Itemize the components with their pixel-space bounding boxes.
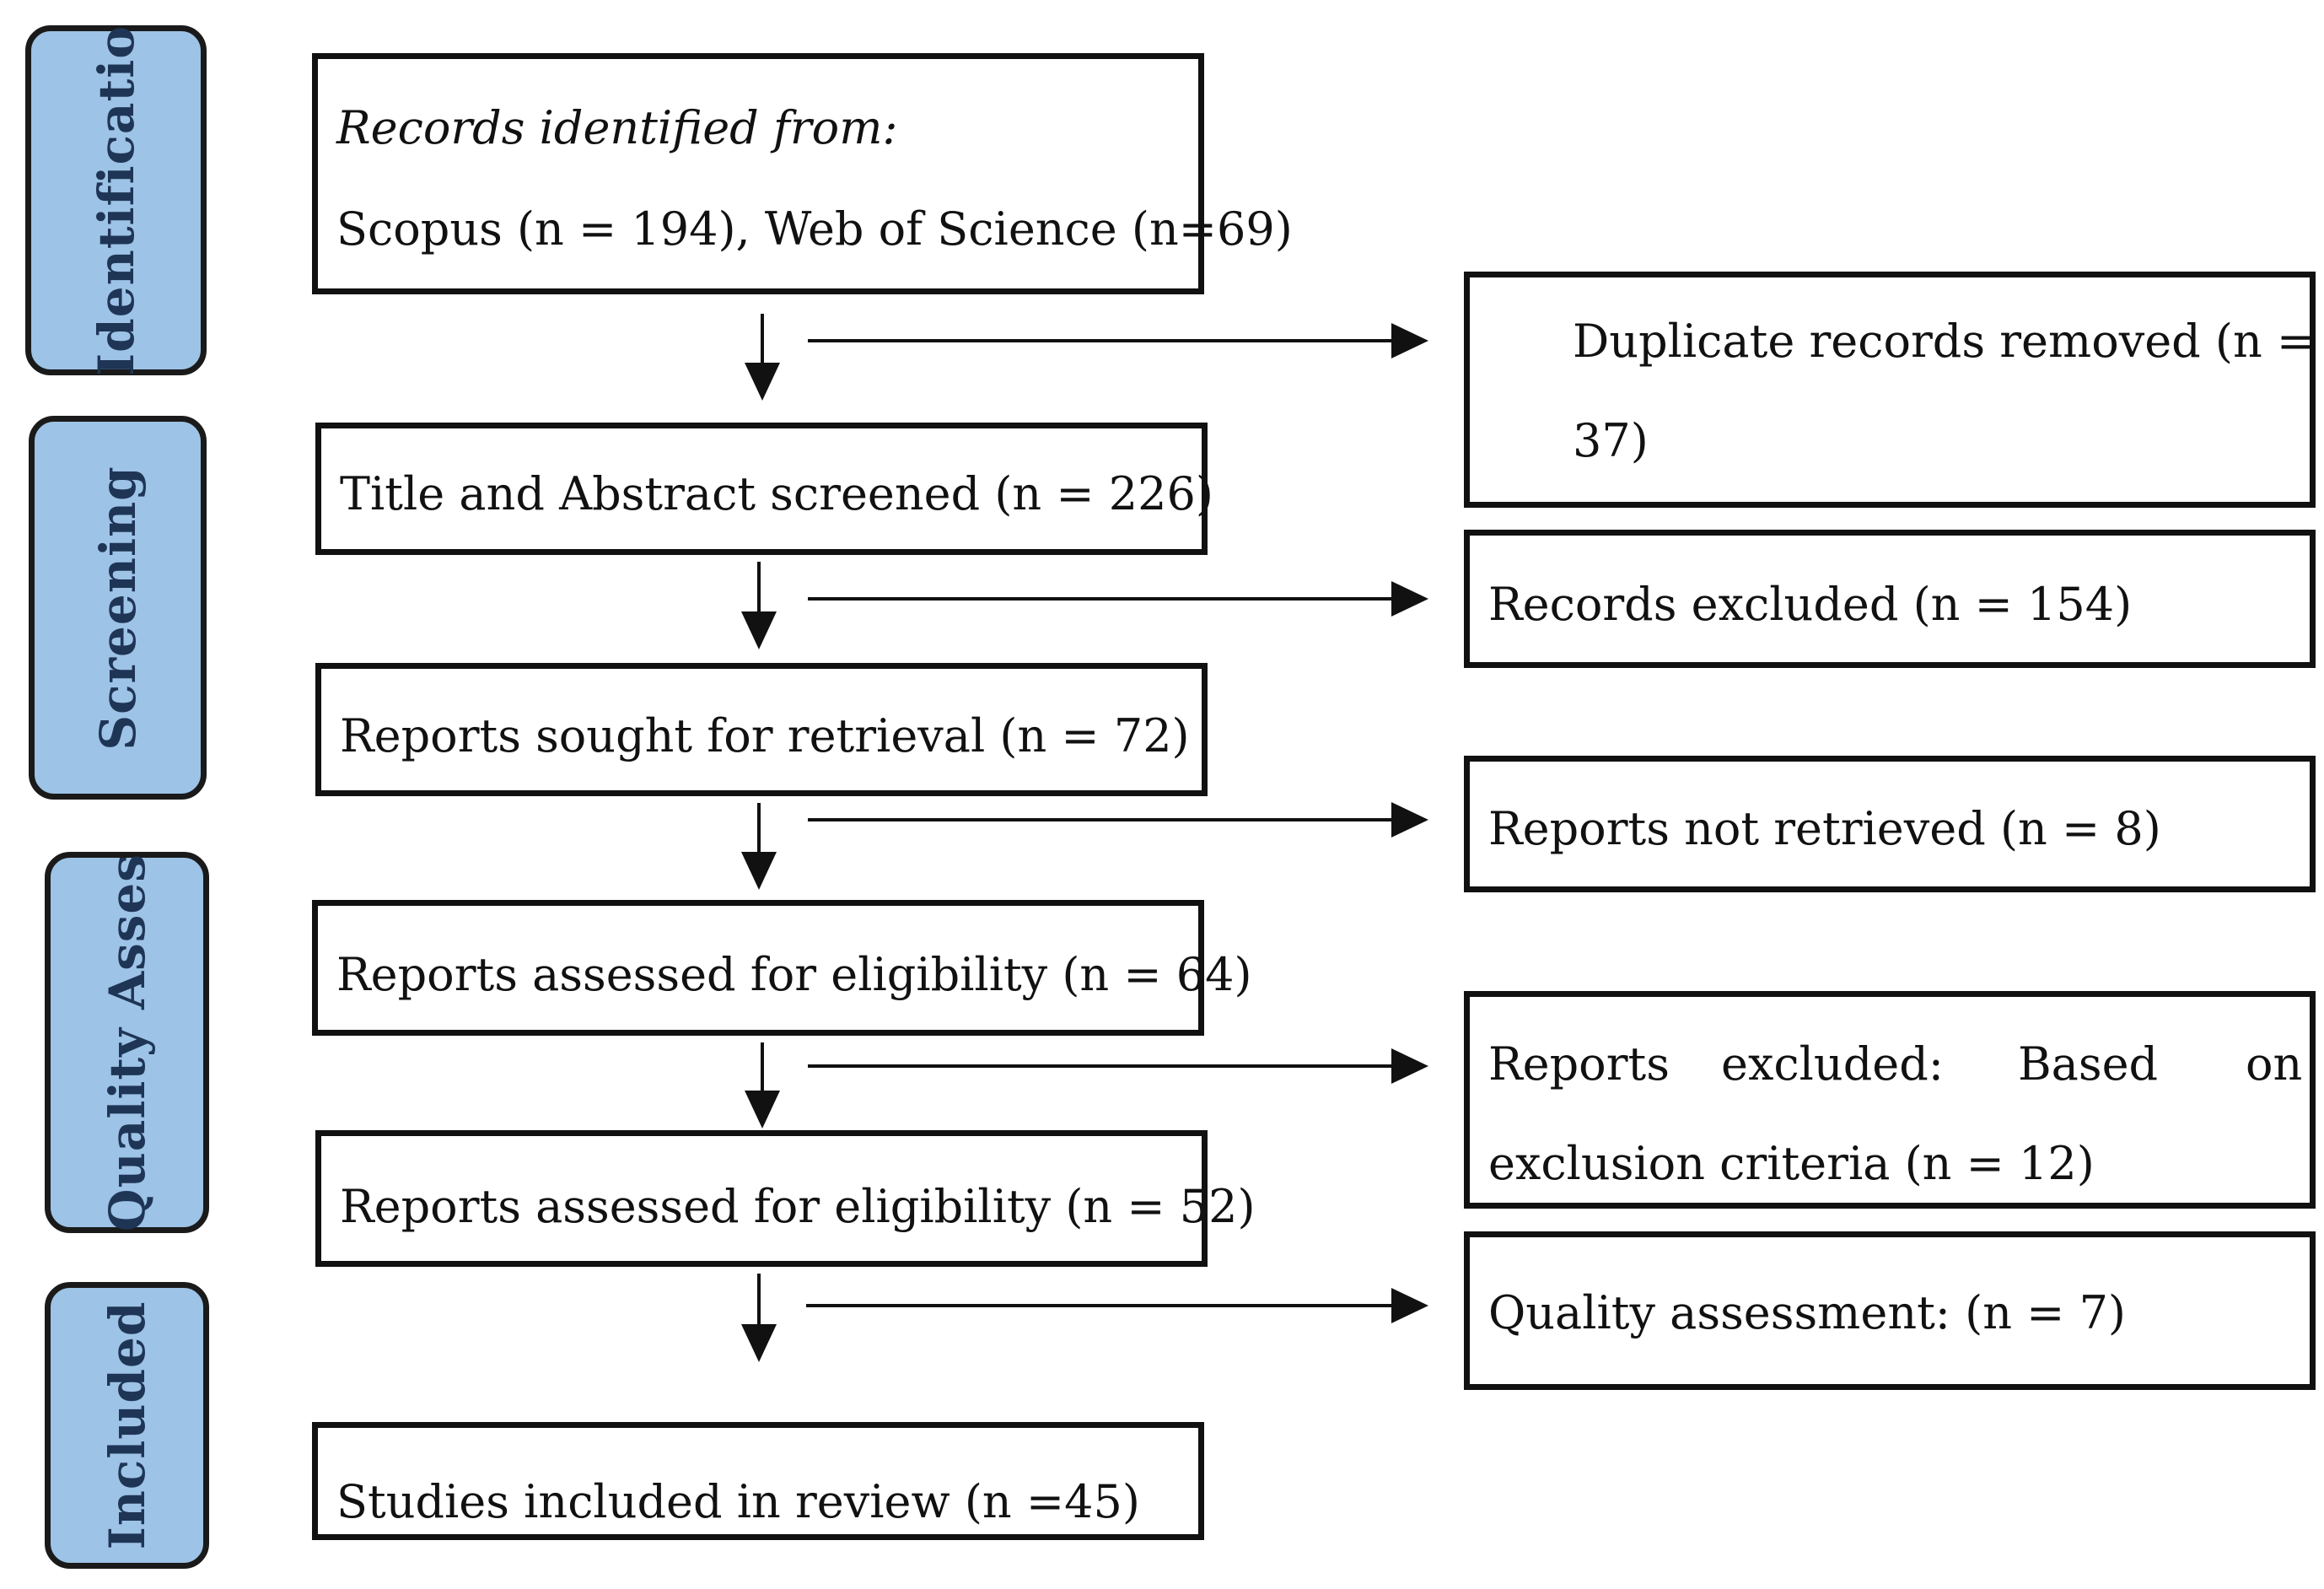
records-excluded-text: Records excluded (n = 154) [1488, 578, 2133, 631]
down-arrowhead-1 [745, 363, 780, 401]
reports-excluded-box: Reports excluded: Based on exclusion cri… [1464, 991, 2316, 1209]
phase-screening: Screening [29, 416, 207, 800]
duplicates-removed-line1: Duplicate records removed (n = [1573, 315, 2316, 368]
records-identified-sources: Scopus (n = 194), Web of Science (n=69) [336, 202, 1293, 256]
phase-included: Included [45, 1282, 209, 1569]
reports-excluded-line1-word3: Based [2018, 1037, 2159, 1091]
sought-retrieval-text: Reports sought for retrieval (n = 72) [340, 709, 1190, 762]
duplicates-removed-box: Duplicate records removed (n = 37) [1464, 272, 2316, 508]
sought-retrieval-box: Reports sought for retrieval (n = 72) [315, 663, 1208, 796]
phase-included-label: Included [98, 1301, 156, 1550]
records-identified-box: Records identified from: Scopus (n = 194… [312, 53, 1293, 294]
reports-excluded-line1-word2: excluded: [1721, 1037, 1944, 1091]
assessed-eligibility-box-2: Reports assessed for eligibility (n = 52… [315, 1130, 1256, 1267]
side-arrowhead-2 [1391, 581, 1428, 617]
side-arrowhead-1 [1391, 323, 1428, 358]
quality-assessment-text: Quality assessment: (n = 7) [1488, 1286, 2126, 1339]
down-arrowhead-5 [741, 1324, 777, 1362]
phase-quality-assessment-label: Quality Asses [98, 854, 156, 1231]
phase-identification-label: Identificatio [87, 24, 145, 376]
records-identified-heading: Records identified from: [336, 101, 898, 154]
studies-included-text: Studies included in review (n =45) [336, 1475, 1140, 1528]
phase-quality-assessment: Quality Asses [45, 852, 209, 1233]
side-arrowhead-4 [1391, 1048, 1428, 1084]
phase-screening-label: Screening [89, 465, 147, 751]
side-arrowhead-5 [1391, 1288, 1428, 1323]
duplicates-removed-line2: 37) [1573, 414, 1649, 467]
screened-box: Title and Abstract screened (n = 226) [315, 423, 1213, 555]
records-excluded-box: Records excluded (n = 154) [1464, 530, 2316, 668]
phase-identification: Identificatio [25, 25, 207, 375]
reports-excluded-line1-word1: Reports [1488, 1037, 1670, 1091]
side-arrowhead-3 [1391, 802, 1428, 838]
down-arrowhead-3 [741, 852, 777, 890]
screened-text: Title and Abstract screened (n = 226) [340, 467, 1213, 520]
assessed-eligibility-box-1: Reports assessed for eligibility (n = 64… [312, 900, 1252, 1036]
reports-excluded-line1-word4: on [2246, 1037, 2303, 1091]
reports-not-retrieved-text: Reports not retrieved (n = 8) [1488, 802, 2161, 855]
quality-assessment-box: Quality assessment: (n = 7) [1464, 1231, 2316, 1390]
down-arrowhead-4 [745, 1091, 780, 1128]
reports-excluded-line2: exclusion criteria (n = 12) [1488, 1137, 2095, 1190]
down-arrowhead-2 [741, 611, 777, 649]
studies-included-box: Studies included in review (n =45) [312, 1422, 1204, 1540]
assessed-eligibility-text-1: Reports assessed for eligibility (n = 64… [336, 948, 1252, 1001]
reports-not-retrieved-box: Reports not retrieved (n = 8) [1464, 756, 2316, 892]
assessed-eligibility-text-2: Reports assessed for eligibility (n = 52… [340, 1180, 1256, 1233]
